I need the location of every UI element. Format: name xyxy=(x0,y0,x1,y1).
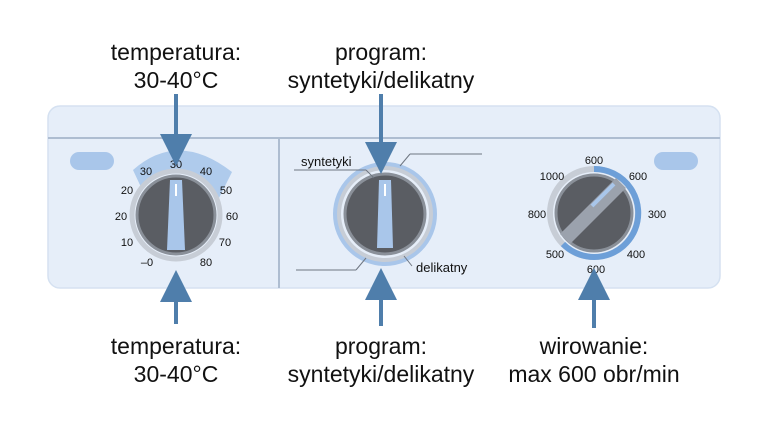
temp-label: 30 xyxy=(140,166,152,178)
program-leader-top-right xyxy=(399,153,411,167)
temp-label: 30 xyxy=(170,159,182,171)
caption-line: 30-40°C xyxy=(133,67,219,93)
program-leader-bottom-left-diag xyxy=(355,257,367,271)
caption-line: syntetyki/delikatny xyxy=(287,67,475,93)
program-label-delikatny: delikatny xyxy=(416,260,468,275)
caption-line: syntetyki/delikatny xyxy=(287,361,475,387)
caption-bottom-left: temperatura: 30-40°C xyxy=(76,332,276,388)
temp-label: 10 xyxy=(121,237,133,249)
spin-label: 500 xyxy=(546,249,564,261)
caption-bottom-right: wirowanie: max 600 obr/min xyxy=(494,332,694,388)
spin-dial[interactable]: 600 600 300 400 600 500 800 1000 xyxy=(528,155,666,276)
caption-line: temperatura: xyxy=(110,39,242,65)
temperature-knob-pointer xyxy=(167,180,185,250)
caption-line: program: xyxy=(334,333,428,359)
program-knob-pointer xyxy=(377,180,393,248)
indicator-light-right xyxy=(654,152,698,170)
caption-line: temperatura: xyxy=(110,333,242,359)
spin-label: 800 xyxy=(528,209,546,221)
program-dial[interactable]: syntetyki delikatny xyxy=(294,153,482,275)
program-leader-bottom-right xyxy=(403,255,413,267)
spin-label: 600 xyxy=(587,264,605,276)
caption-top-left: temperatura: 30-40°C xyxy=(76,38,276,94)
temp-label: 80 xyxy=(200,257,212,269)
temp-label: –0 xyxy=(141,257,153,269)
indicator-light-left xyxy=(70,152,114,170)
temp-label: 20 xyxy=(115,211,127,223)
caption-bottom-center: program: syntetyki/delikatny xyxy=(276,332,486,388)
temp-label: 50 xyxy=(220,185,232,197)
spin-pointer-tick xyxy=(590,182,616,208)
caption-line: program: xyxy=(334,39,428,65)
caption-line: wirowanie: xyxy=(539,333,649,359)
spin-label: 600 xyxy=(629,171,647,183)
caption-top-center: program: syntetyki/delikatny xyxy=(276,38,486,94)
temp-label: 20 xyxy=(121,185,133,197)
spin-selected-arc xyxy=(560,165,642,260)
temp-label: 60 xyxy=(226,211,238,223)
temp-label: 70 xyxy=(219,237,231,249)
spin-knob-pointer xyxy=(560,178,626,244)
spin-label: 400 xyxy=(627,249,645,261)
spin-label: 1000 xyxy=(540,171,564,183)
temp-label: 40 xyxy=(200,166,212,178)
spin-label: 600 xyxy=(585,155,603,167)
temperature-dial[interactable]: 30 40 50 60 70 80 –0 10 20 20 30 xyxy=(115,150,238,269)
caption-line: max 600 obr/min xyxy=(508,361,680,387)
program-label-syntetyki: syntetyki xyxy=(301,154,352,169)
caption-line: 30-40°C xyxy=(133,361,219,387)
spin-label: 300 xyxy=(648,209,666,221)
